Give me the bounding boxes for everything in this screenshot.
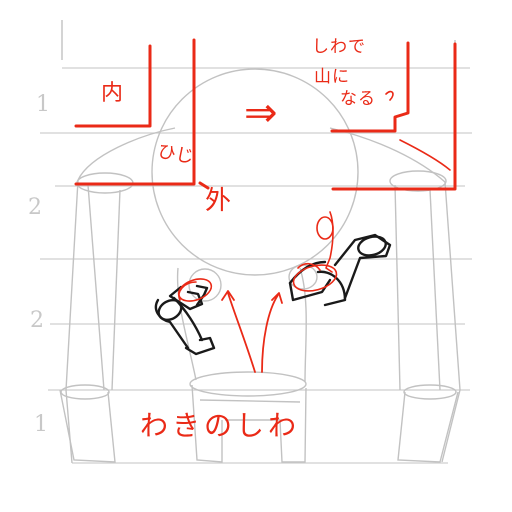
red-annotations [74, 38, 457, 373]
right-elbow-swirl [297, 262, 321, 271]
inside-frame [74, 44, 152, 128]
armpit-arrowhead-left [221, 290, 235, 301]
armpit-arrowhead-right [271, 292, 283, 304]
left-upper-arm [168, 285, 204, 311]
figure-waist-ellipse [189, 371, 307, 397]
label-wrinkle-line2: 山に [314, 67, 350, 87]
wrinkle-frame [330, 41, 410, 133]
head-circle [151, 68, 359, 276]
right-upper-arm [288, 278, 332, 302]
wrinkle-curl [385, 90, 394, 101]
right-forearm [333, 233, 392, 300]
label-armpit: わきのしわ [140, 409, 301, 442]
label-wrinkle-line1: しわで [312, 37, 366, 57]
right-shoulder-ellipse [389, 170, 447, 192]
row-number: 2 [30, 308, 44, 333]
right-outer-frame [331, 42, 457, 191]
guide-lines [40, 67, 472, 464]
left-body-edge [65, 179, 79, 464]
right-body-edge [441, 181, 461, 463]
right-arm-top-circle [316, 216, 334, 240]
left-inner-edge [87, 184, 105, 391]
figure-hip-line [199, 399, 301, 403]
right-lower-block [397, 391, 459, 463]
right-wrist-ellipse [357, 235, 387, 257]
left-shoulder-curve [77, 127, 176, 181]
right-inner-edge2 [429, 189, 441, 391]
label-inside: 内 [101, 81, 124, 106]
row-number: 1 [34, 412, 48, 437]
figure-left-side [176, 267, 197, 381]
pencil-construction [59, 20, 461, 464]
right-elbow-circle [292, 264, 338, 292]
left-elbow-ellipse [157, 298, 183, 322]
outside-tick [198, 181, 210, 190]
armpit-arrows [221, 290, 283, 373]
label-outside: 外 [205, 186, 232, 216]
left-inner-edge2 [111, 189, 121, 391]
right-lower-ellipse [403, 384, 457, 400]
left-elbow-swirl [178, 281, 197, 301]
left-lower-block [59, 389, 116, 463]
left-hand-cuff [184, 336, 216, 356]
row-number: 1 [36, 92, 50, 117]
outside-frame [74, 38, 196, 186]
left-shoulder-cap [195, 284, 209, 307]
armpit-arrow-right [261, 294, 279, 373]
left-lower-ellipse [60, 384, 110, 400]
figure-left-shoulder [188, 268, 222, 302]
armpit-arrow-left [227, 292, 256, 373]
right-forearm-base [316, 270, 347, 307]
right-arm-pointer [325, 211, 334, 273]
figure-right-leg [279, 387, 307, 463]
label-wrinkle-line3: なる [340, 89, 376, 109]
figure-left-leg [191, 384, 223, 463]
label-arrow: ⇒ [244, 90, 278, 136]
wrinkle-pointer [399, 139, 451, 171]
right-inner-edge [394, 184, 401, 391]
figure-right-side [299, 267, 307, 383]
elbow-marks [177, 211, 338, 302]
row-number: 2 [28, 195, 42, 220]
